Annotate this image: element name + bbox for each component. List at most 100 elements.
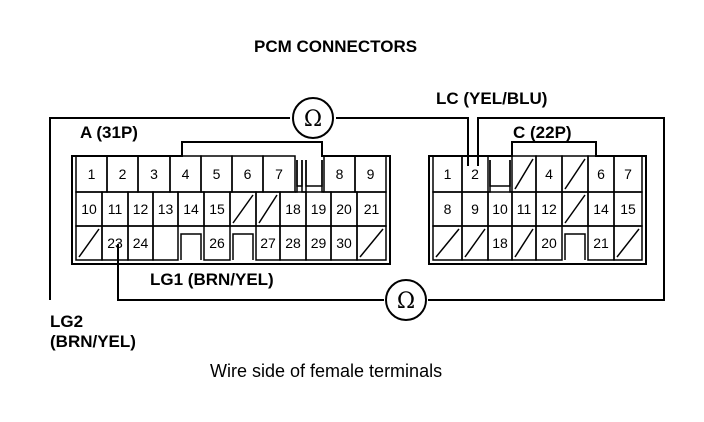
connector-a-terminal: 21 [356, 191, 387, 227]
connector-c-terminal [561, 155, 589, 193]
connector-c-terminal-number: 9 [471, 201, 479, 217]
lg2-wire-color-label: (BRN/YEL) [50, 332, 136, 351]
connector-c-terminal [461, 225, 489, 261]
connector-a-terminal [229, 191, 257, 227]
connector-a-terminal: 10 [75, 191, 103, 227]
ohmmeter-icon: Ω [292, 97, 334, 139]
diagram-caption: Wire side of female terminals [210, 361, 443, 381]
connector-a-terminal-number: 3 [150, 166, 158, 182]
connector-a-terminal: 23 [101, 225, 129, 261]
connector-a-terminal: 12 [127, 191, 154, 227]
connector-a-terminal-number: 24 [133, 235, 149, 251]
connector-a-terminal-number: 10 [81, 201, 97, 217]
connector-c-terminal: 10 [487, 191, 513, 227]
connector-c-terminal: 8 [432, 191, 463, 227]
connector-a-terminal [75, 225, 103, 261]
connector-a-terminal [255, 191, 281, 227]
connector-a-terminal: 4 [169, 155, 202, 193]
connector-a-terminal [178, 225, 204, 260]
ohmmeters: ΩΩ [292, 97, 427, 321]
connector-c-terminal-number: 10 [492, 201, 508, 217]
connector-c-terminal-number: 11 [517, 201, 532, 217]
connector-c-terminal-number: 18 [492, 235, 508, 251]
connector-c-terminal-number: 8 [444, 201, 452, 217]
connector-a-terminal: 18 [279, 191, 307, 227]
connector-c-terminal: 15 [613, 191, 643, 227]
connector-c-terminal: 11 [511, 191, 537, 227]
connector-a-terminal-number: 28 [285, 235, 301, 251]
connector-c-terminal [511, 225, 537, 261]
lg2-wire-label: LG2 [50, 312, 84, 331]
test-lead [49, 117, 290, 300]
connector-a-terminal-number: 11 [108, 201, 123, 217]
diagram-title: PCM CONNECTORS [254, 37, 418, 56]
connector-c-terminal: 18 [487, 225, 513, 261]
connector-a-terminal: 15 [203, 191, 231, 227]
connector-a-terminal: 9 [354, 155, 387, 193]
connector-c-terminal-number: 6 [597, 166, 605, 182]
connector-c-terminal: 7 [613, 155, 643, 193]
connector-a-terminal-number: 26 [209, 235, 225, 251]
connector-a-terminal-number: 18 [285, 201, 301, 217]
test-lead [336, 117, 469, 166]
connector-c-terminal-number: 12 [541, 201, 557, 217]
connector-a-terminal-number: 7 [275, 166, 283, 182]
connector-a-terminal: 28 [279, 225, 307, 261]
connector-a-terminal-number: 27 [260, 235, 276, 251]
connector-a-terminal: 14 [177, 191, 205, 227]
connector-a-terminal-number: 8 [336, 166, 344, 182]
connector-c-terminal [562, 225, 588, 260]
connector-c-terminal [511, 155, 537, 193]
connector-a-terminal: 2 [106, 155, 139, 193]
connector-a-terminal-number: 1 [88, 166, 96, 182]
connector-a-terminal [304, 160, 324, 193]
connector-a-terminal-number: 4 [182, 166, 190, 182]
connector-c-terminal [561, 191, 589, 227]
connector-a-terminal-number: 21 [364, 201, 380, 217]
connector-c-terminal: 9 [461, 191, 489, 227]
connector-c-terminal-number: 1 [444, 166, 452, 182]
connector-a-terminal: 8 [323, 155, 356, 193]
connector-a-terminal: 30 [330, 225, 358, 261]
connector-c-terminal: 12 [535, 191, 563, 227]
connector-a-terminal: 13 [152, 191, 179, 227]
connector-a-terminal: 7 [262, 155, 296, 193]
connector-c-terminal: 14 [587, 191, 615, 227]
lc-wire-label: LC (YEL/BLU) [436, 89, 548, 108]
connector-a-terminal-number: 9 [367, 166, 375, 182]
connector-a-terminal: 24 [127, 225, 154, 261]
connector-c-terminal [432, 225, 463, 261]
test-lead [428, 117, 665, 301]
connector-c-terminal-number: 2 [471, 166, 479, 182]
connector-c-terminal [488, 160, 512, 193]
connector-a-terminal-number: 6 [244, 166, 252, 182]
ohm-symbol: Ω [397, 289, 415, 314]
connector-c-terminal [613, 225, 643, 261]
connector-c-terminal: 21 [587, 225, 615, 261]
connector-c-label: C (22P) [513, 123, 572, 142]
connector-c-terminal-number: 21 [593, 235, 609, 251]
connector-a-terminal [295, 160, 304, 193]
connector-a-terminal-number: 30 [336, 235, 352, 251]
ohm-symbol: Ω [304, 107, 322, 132]
connector-c-terminal: 20 [535, 225, 563, 261]
connector-c-terminal-number: 7 [624, 166, 632, 182]
connector-a-terminal: 19 [305, 191, 332, 227]
ohmmeter-icon: Ω [385, 279, 427, 321]
connector-a-terminal: 11 [101, 191, 129, 227]
connector-a-terminal-number: 13 [158, 201, 174, 217]
connector-a-terminal: 3 [137, 155, 171, 193]
connector-a-terminal [152, 225, 179, 261]
connector-a-terminal-number: 20 [336, 201, 352, 217]
connector-a-terminal-number: 19 [311, 201, 327, 217]
lg1-wire-label: LG1 (BRN/YEL) [150, 270, 274, 289]
connector-c-terminal: 6 [587, 155, 615, 193]
connector-a-terminal-number: 29 [311, 235, 327, 251]
connector-a-terminal [230, 225, 256, 260]
connector-a-terminal-number: 2 [119, 166, 127, 182]
connector-c-terminal: 1 [432, 155, 463, 193]
connector-a-terminal [356, 225, 387, 261]
connector-c-terminal-number: 4 [545, 166, 553, 182]
